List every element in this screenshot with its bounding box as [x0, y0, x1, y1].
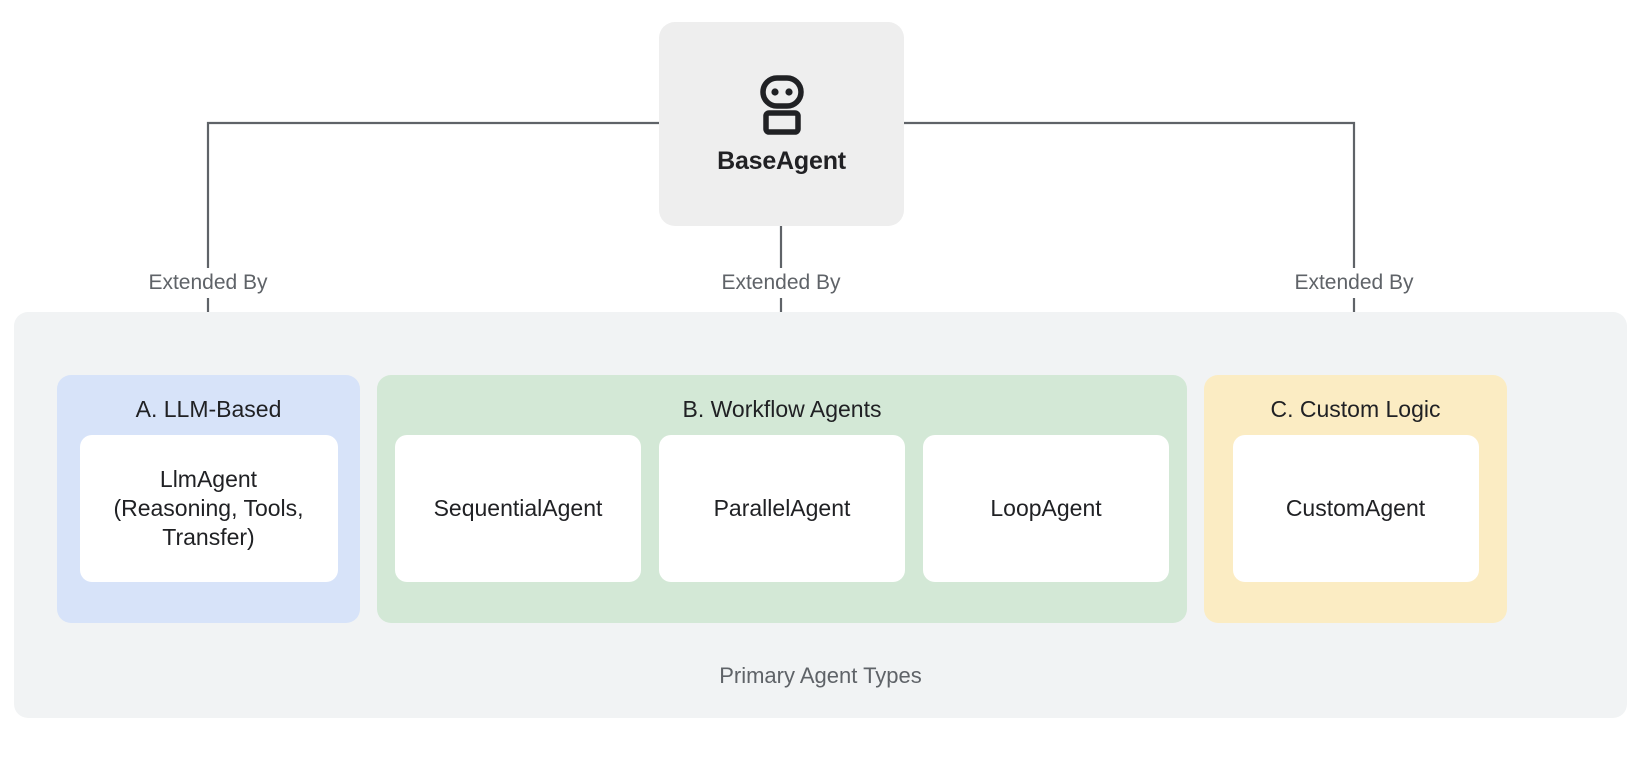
edge-label-extended-by-right: Extended By: [1287, 268, 1421, 299]
robot-icon: [754, 74, 810, 135]
card-llm-agent[interactable]: LlmAgent(Reasoning, Tools,Transfer): [79, 435, 338, 582]
group-workflow-agents-title: B. Workflow Agents: [682, 396, 882, 422]
cluster-caption: Primary Agent Types: [719, 662, 922, 688]
card-parallel-agent[interactable]: ParallelAgent: [659, 435, 905, 582]
group-workflow-agents-cards: SequentialAgent ParallelAgent LoopAgent: [395, 435, 1169, 582]
group-custom-logic-title: C. Custom Logic: [1270, 396, 1441, 422]
group-workflow-agents[interactable]: B. Workflow Agents SequentialAgent Paral…: [377, 375, 1187, 623]
edge-label-extended-by-middle: Extended By: [714, 268, 848, 299]
edge-label-extended-by-left: Extended By: [141, 268, 275, 299]
node-base-agent[interactable]: BaseAgent: [659, 22, 904, 226]
group-custom-logic-cards: CustomAgent: [1232, 435, 1479, 582]
node-base-agent-label: BaseAgent: [717, 146, 846, 175]
group-llm-based-title: A. LLM-Based: [135, 396, 282, 422]
card-loop-agent[interactable]: LoopAgent: [923, 435, 1169, 582]
group-llm-based[interactable]: A. LLM-Based LlmAgent(Reasoning, Tools,T…: [57, 375, 360, 623]
group-llm-based-cards: LlmAgent(Reasoning, Tools,Transfer): [79, 435, 338, 582]
card-custom-agent[interactable]: CustomAgent: [1232, 435, 1479, 582]
card-sequential-agent[interactable]: SequentialAgent: [395, 435, 641, 582]
group-custom-logic[interactable]: C. Custom Logic CustomAgent: [1204, 375, 1507, 623]
